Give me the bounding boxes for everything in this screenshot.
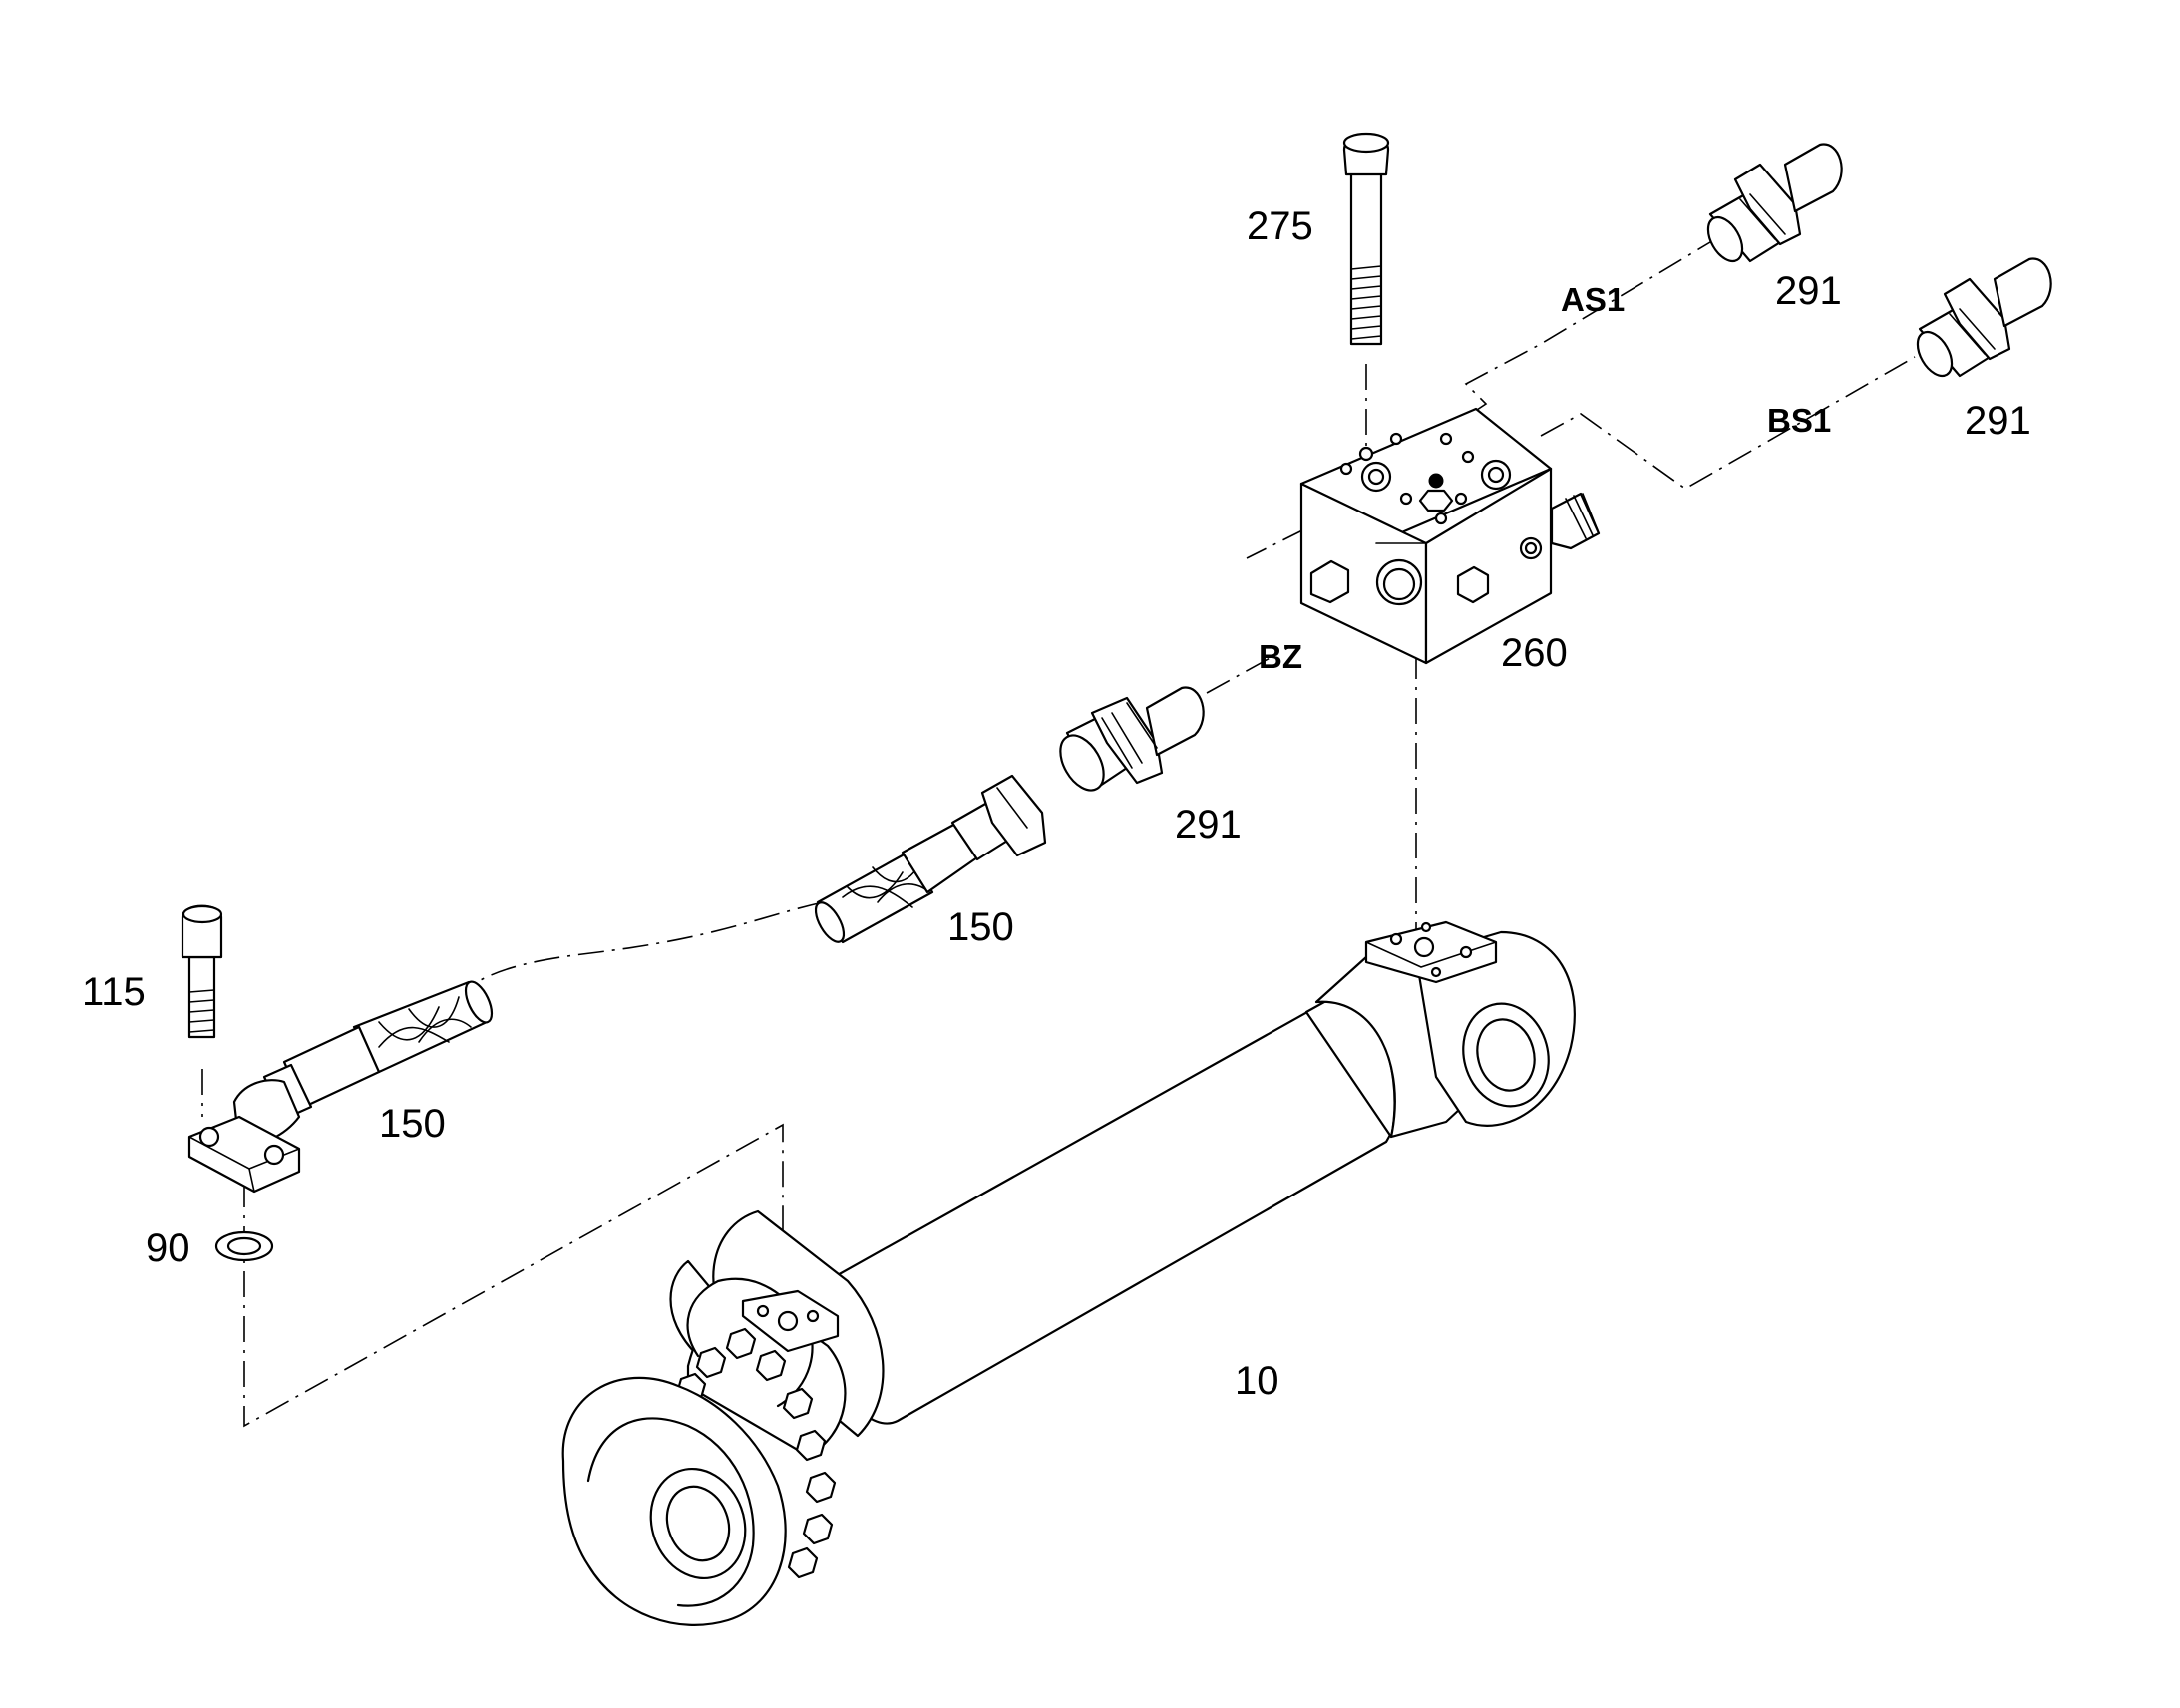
fitting-291-bs1 [1916, 257, 2052, 378]
port-labels: AS1 BS1 BZ [1259, 281, 1831, 675]
label-90: 90 [146, 1226, 190, 1270]
label-291-bs1: 291 [1965, 399, 2031, 443]
label-10: 10 [1235, 1359, 1279, 1403]
bolt-thread [1350, 265, 1382, 340]
hex-bolt-275 [1342, 132, 1390, 346]
flange-clamp [187, 1115, 301, 1194]
label-275: 275 [1247, 204, 1313, 248]
port-label-bs1: BS1 [1767, 402, 1831, 439]
valve-block-260 [1299, 407, 1601, 665]
label-291-as1: 291 [1775, 269, 1842, 313]
hydraulic-cylinder [561, 920, 1576, 1626]
hose-150-lower [232, 980, 494, 1149]
label-115: 115 [82, 970, 146, 1014]
label-150-upper: 150 [947, 905, 1014, 949]
label-291-bz: 291 [1175, 803, 1242, 847]
label-260: 260 [1501, 631, 1568, 675]
port-label-bz: BZ [1259, 638, 1302, 675]
cap-screw-115 [181, 904, 223, 1039]
label-150-lower: 150 [379, 1102, 446, 1146]
seal-ring-90 [214, 1230, 274, 1262]
port-label-as1: AS1 [1561, 281, 1625, 318]
callout-labels: 275 291 291 260 291 150 115 150 90 10 [82, 204, 2031, 1403]
fitting-291-as1 [1706, 143, 1843, 263]
flange-bolts [675, 1327, 837, 1579]
fitting-291-bz [1059, 686, 1205, 792]
center-lines [201, 238, 1916, 1428]
hose-150-upper [814, 774, 1047, 944]
